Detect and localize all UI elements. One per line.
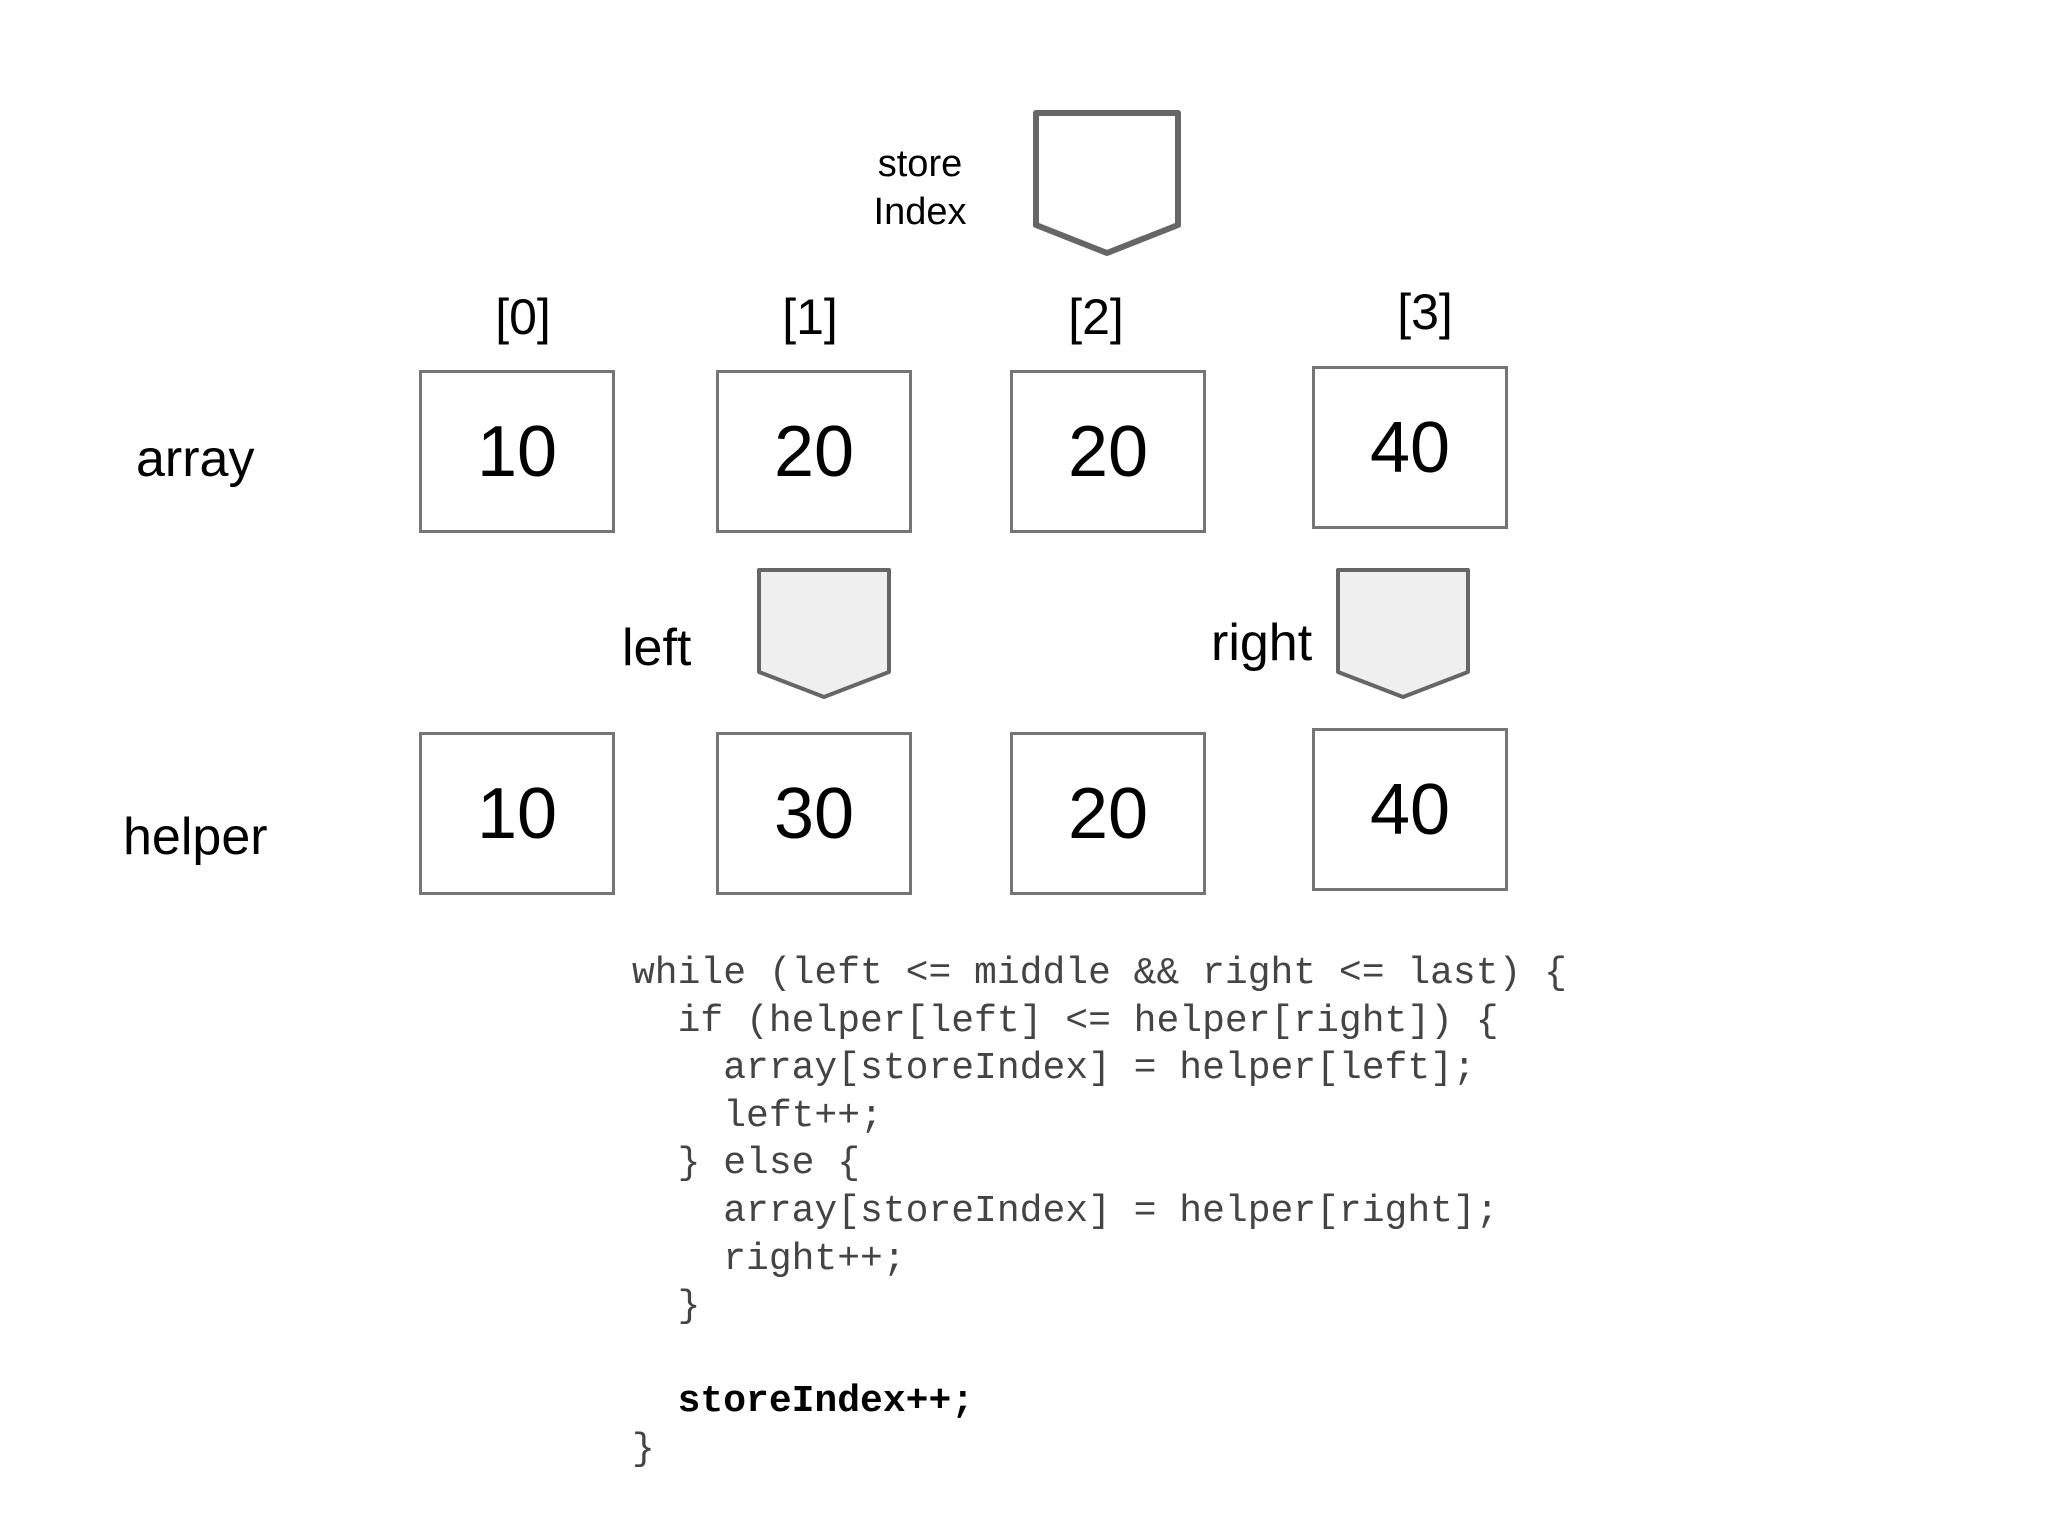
index-label-0: [0] [495,289,551,345]
index-label-2: [2] [1068,289,1124,345]
array-cell-0: 10 [419,370,615,533]
code-line-7: right++; [632,1237,906,1281]
helper-value-3: 40 [1369,769,1451,850]
code-line-8: } [632,1285,701,1329]
array-cell-2: 20 [1010,370,1206,533]
helper-value-0: 10 [476,773,558,854]
code-line-2: if (helper[left] <= helper[right]) { [632,999,1499,1043]
code-line-5: } else { [632,1142,861,1186]
code-line-6: array[storeIndex] = helper[right]; [632,1189,1499,1233]
helper-row-label: helper [123,808,268,866]
array-row-label: array [136,430,255,488]
helper-cell-0: 10 [419,732,615,895]
code-line-3: array[storeIndex] = helper[left]; [632,1047,1476,1091]
store-index-pointer-icon [1033,110,1181,256]
array-cell-3: 40 [1312,366,1508,529]
code-line-11: } [632,1427,655,1471]
code-line-4: left++; [632,1094,883,1138]
code-line-9 [632,1331,1567,1379]
left-pointer-icon [757,568,891,699]
right-pointer-icon [1336,568,1470,699]
code-line-10: storeIndex++; [632,1380,975,1424]
helper-cell-1: 30 [716,732,912,895]
merge-loop-code: while (left <= middle && right <= last) … [632,950,1567,1474]
array-value-1: 20 [773,411,855,492]
store-index-label: store Index [860,140,980,236]
helper-cell-3: 40 [1312,728,1508,891]
store-index-label-line1: store [877,143,963,185]
array-value-2: 20 [1067,411,1149,492]
array-value-0: 10 [476,411,558,492]
index-label-3: [3] [1397,284,1453,340]
left-pointer-label: left [622,619,692,677]
helper-cell-2: 20 [1010,732,1206,895]
right-pointer-label: right [1211,614,1313,672]
array-value-3: 40 [1369,407,1451,488]
array-cell-1: 20 [716,370,912,533]
code-line-1: while (left <= middle && right <= last) … [632,952,1567,995]
index-label-1: [1] [782,289,838,345]
helper-value-2: 20 [1067,773,1149,854]
store-index-label-line2: Index [873,191,967,233]
helper-value-1: 30 [773,773,855,854]
